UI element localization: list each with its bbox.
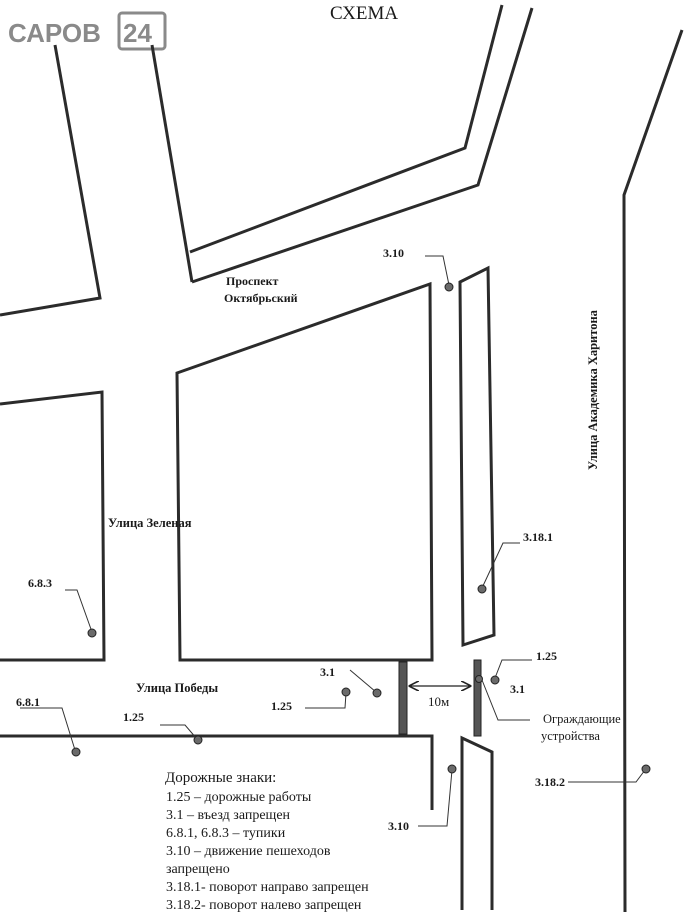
sign-dot-31-left [372,688,382,698]
logo-number: 24 [123,18,152,48]
street-label-oktyabrsky-2: Октябрьский [224,291,298,305]
road-edge-oktyabrsky-west [150,44,194,283]
leader-3181 [481,542,520,589]
legend-title: Дорожные знаки: [165,770,276,786]
median-island-north [458,265,496,648]
legend-line: 3.10 – движение пешеходов [166,844,331,859]
sign-label-31-right: 3.1 [510,682,525,696]
sign-dot-125-right [490,675,500,685]
sign-dot-681 [71,747,81,757]
barrier-label-1: Ограждающие [543,712,621,726]
road-edge-oktyabrsky-outer [189,4,504,254]
legend: Дорожные знаки: 1.25 – дорожные работы 3… [165,770,369,913]
leader-310-bottom [418,769,453,827]
road-edge-oktyabrsky-inner [191,7,534,284]
sign-dot-310-top [444,282,454,292]
sign-label-681: 6.8.1 [16,695,40,709]
legend-line: 1.25 – дорожные работы [166,790,312,805]
legend-line: 3.18.2- поворот налево запрещен [166,898,362,913]
leader-125-right [494,659,532,679]
street-label-kharitona: Улица Академика Харитона [586,309,600,470]
sign-dot-125-left [341,687,351,697]
leader-31-left [349,669,377,693]
sign-dot-3181 [477,584,487,594]
logo-text: САРОВ [8,18,101,48]
legend-line: 3.18.1- поворот направо запрещен [166,880,369,895]
scheme-title: СХЕМА [330,3,398,24]
sign-label-125-left: 1.25 [271,699,292,713]
sign-label-3182: 3.18.2 [535,775,565,789]
street-label-pobedy: Улица Победы [136,681,218,695]
leader-310-top [425,255,450,286]
sign-label-310-top: 3.10 [383,246,404,260]
leader-125-left [305,692,347,709]
sign-dot-683 [87,628,97,638]
sign-dot-31-right [475,675,483,683]
leader-3182 [568,769,646,783]
road-edge-upper-left [0,44,102,317]
barrier-label-2: устройства [541,729,600,743]
sign-label-31-left: 3.1 [320,665,335,679]
legend-line: 3.1 – въезд запрещен [166,808,291,823]
sign-label-125-road: 1.25 [123,710,144,724]
sign-dot-310-bottom [447,764,457,774]
legend-line: 6.8.1, 6.8.3 – тупики [166,826,286,841]
sign-dot-125-road [193,735,203,745]
block-central [175,281,434,662]
legend-line: запрещено [166,862,230,877]
sign-label-683: 6.8.3 [28,576,52,590]
street-label-zelenaya: Улица Зеленая [108,516,192,530]
barrier-right [473,659,482,737]
sign-label-310-bottom: 3.10 [388,819,409,833]
leader-681 [20,707,76,751]
leader-683 [65,589,93,633]
street-label-oktyabrsky-1: Проспект [226,274,278,288]
logo-box [117,11,167,51]
distance-label: 10м [428,694,449,709]
road-edge-kharitona [622,29,684,913]
sign-label-125-right: 1.25 [536,649,557,663]
block-left [0,390,106,662]
road-edge-pobedy-south [0,734,434,810]
leader-31-right [481,679,530,721]
sarov24-logo: САРОВ 24 [8,11,167,51]
median-island-south [460,735,494,910]
sign-label-3181: 3.18.1 [523,530,553,544]
barrier-left [398,661,408,735]
leader-125-road [160,724,198,740]
sign-dot-3182 [641,764,651,774]
